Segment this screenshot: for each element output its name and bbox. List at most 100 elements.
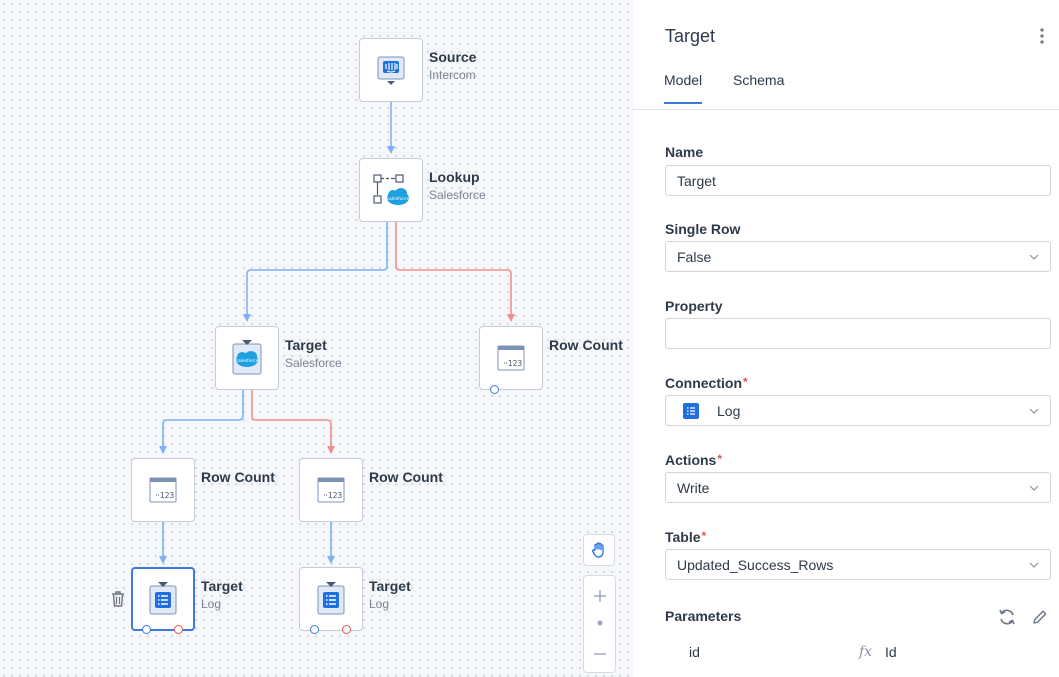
parameter-name: id — [689, 644, 700, 660]
node-row-count-right[interactable]: 123 — [479, 326, 543, 390]
link-lookup-target — [243, 222, 388, 322]
zoom-out-button[interactable] — [584, 640, 615, 668]
dot-icon — [597, 620, 602, 626]
pipeline-links — [159, 102, 515, 564]
required-marker: * — [717, 452, 723, 466]
property-label: Property — [665, 298, 723, 314]
actions-value: Write — [677, 479, 710, 496]
node-target-salesforce[interactable]: salesforce — [215, 326, 279, 390]
name-input[interactable] — [677, 172, 1037, 189]
single-row-label: Single Row — [665, 221, 740, 237]
chevron-down-icon — [1029, 485, 1039, 491]
required-marker: * — [701, 529, 707, 543]
output-port-success[interactable] — [490, 385, 499, 394]
node-subtitle: Log — [369, 597, 390, 611]
row-count-icon: 123 — [149, 477, 177, 503]
pan-tool-button[interactable] — [583, 534, 615, 566]
actions-select[interactable]: Write — [665, 472, 1051, 503]
node-title: Target — [369, 578, 411, 594]
tab-schema[interactable]: Schema — [733, 72, 785, 88]
delete-node-button[interactable] — [109, 589, 127, 609]
link-lookup-rowcount — [395, 222, 515, 322]
properties-panel: Target Model Schema Name Single Row Fals… — [633, 0, 1059, 677]
tab-model[interactable]: Model — [664, 72, 703, 104]
node-lookup[interactable]: salesforce — [359, 158, 423, 222]
connection-select[interactable]: Log — [665, 395, 1051, 426]
refresh-parameters-button[interactable] — [997, 607, 1017, 627]
table-value: Updated_Success_Rows — [677, 556, 834, 573]
node-source[interactable] — [359, 38, 423, 102]
row-count-icon: 123 — [497, 345, 525, 371]
output-port-success[interactable] — [142, 625, 151, 634]
actions-label: Actions* — [665, 452, 722, 468]
edit-parameters-button[interactable] — [1031, 608, 1049, 626]
name-label-text: Name — [665, 144, 704, 160]
node-title: Row Count — [549, 337, 623, 353]
node-row-count-mid[interactable]: 123 — [299, 458, 363, 522]
node-title: Lookup — [429, 169, 480, 185]
output-port-error[interactable] — [342, 625, 351, 634]
salesforce-target-icon: salesforce — [232, 340, 262, 375]
single-row-select[interactable]: False — [665, 241, 1051, 272]
panel-title: Target — [665, 26, 716, 46]
trash-icon — [112, 591, 124, 607]
parameter-row: id fx Id — [665, 644, 1051, 664]
node-subtitle: Salesforce — [429, 188, 486, 202]
connection-value: Log — [717, 402, 741, 419]
pipeline-canvas[interactable]: Source Intercom salesforce Lookup Salesf… — [0, 0, 633, 677]
zoom-in-button[interactable] — [584, 582, 615, 610]
minus-icon — [593, 653, 606, 655]
table-label-text: Table — [665, 529, 701, 545]
chevron-down-icon — [1029, 562, 1039, 568]
svg-text:123: 123 — [508, 359, 523, 368]
zoom-reset-button[interactable] — [584, 612, 615, 634]
property-label-text: Property — [665, 298, 723, 314]
node-subtitle: Intercom — [429, 68, 476, 82]
lookup-salesforce-icon: salesforce — [373, 174, 410, 205]
actions-label-text: Actions — [665, 452, 717, 468]
kebab-menu-icon — [1040, 28, 1044, 44]
svg-text:salesforce: salesforce — [387, 196, 410, 202]
panel-tabs: Model Schema — [633, 60, 1059, 110]
svg-text:123: 123 — [328, 491, 343, 500]
output-port-error[interactable] — [174, 625, 183, 634]
svg-text:123: 123 — [160, 491, 175, 500]
link-target-rowcount-mid — [251, 390, 335, 454]
required-marker: * — [743, 375, 748, 389]
log-connection-icon — [683, 402, 699, 419]
zoom-controls — [583, 575, 616, 673]
node-row-count-left[interactable]: 123 — [131, 458, 195, 522]
hand-icon — [591, 542, 604, 558]
node-subtitle: Salesforce — [285, 356, 342, 370]
svg-text:salesforce: salesforce — [236, 358, 259, 364]
name-field[interactable] — [665, 165, 1051, 196]
chevron-down-icon — [1029, 254, 1039, 260]
property-field[interactable] — [665, 318, 1051, 349]
table-label: Table* — [665, 529, 706, 545]
node-title: Row Count — [201, 469, 275, 485]
chevron-down-icon — [1029, 408, 1039, 414]
property-input[interactable] — [677, 325, 1037, 342]
node-target-log[interactable] — [299, 567, 363, 631]
single-row-value: False — [677, 248, 712, 265]
connection-label: Connection* — [665, 375, 748, 391]
log-target-icon — [317, 582, 345, 615]
pencil-icon — [1033, 610, 1047, 624]
connection-label-text: Connection — [665, 375, 742, 391]
table-select[interactable]: Updated_Success_Rows — [665, 549, 1051, 580]
parameters-label: Parameters — [665, 608, 742, 624]
log-target-icon — [149, 582, 177, 615]
node-title: Target — [201, 578, 243, 594]
node-title: Target — [285, 337, 327, 353]
node-subtitle: Log — [201, 597, 222, 611]
row-count-icon: 123 — [317, 477, 345, 503]
link-target-rowcount-left — [159, 390, 244, 454]
node-target-log-selected[interactable] — [131, 567, 195, 631]
parameter-value[interactable]: Id — [885, 644, 897, 660]
name-label: Name — [665, 144, 703, 160]
fx-icon[interactable]: fx — [859, 644, 873, 660]
node-title: Source — [429, 49, 477, 65]
more-options-button[interactable] — [1037, 26, 1047, 46]
output-port-success[interactable] — [310, 625, 319, 634]
single-row-label-text: Single Row — [665, 221, 741, 237]
